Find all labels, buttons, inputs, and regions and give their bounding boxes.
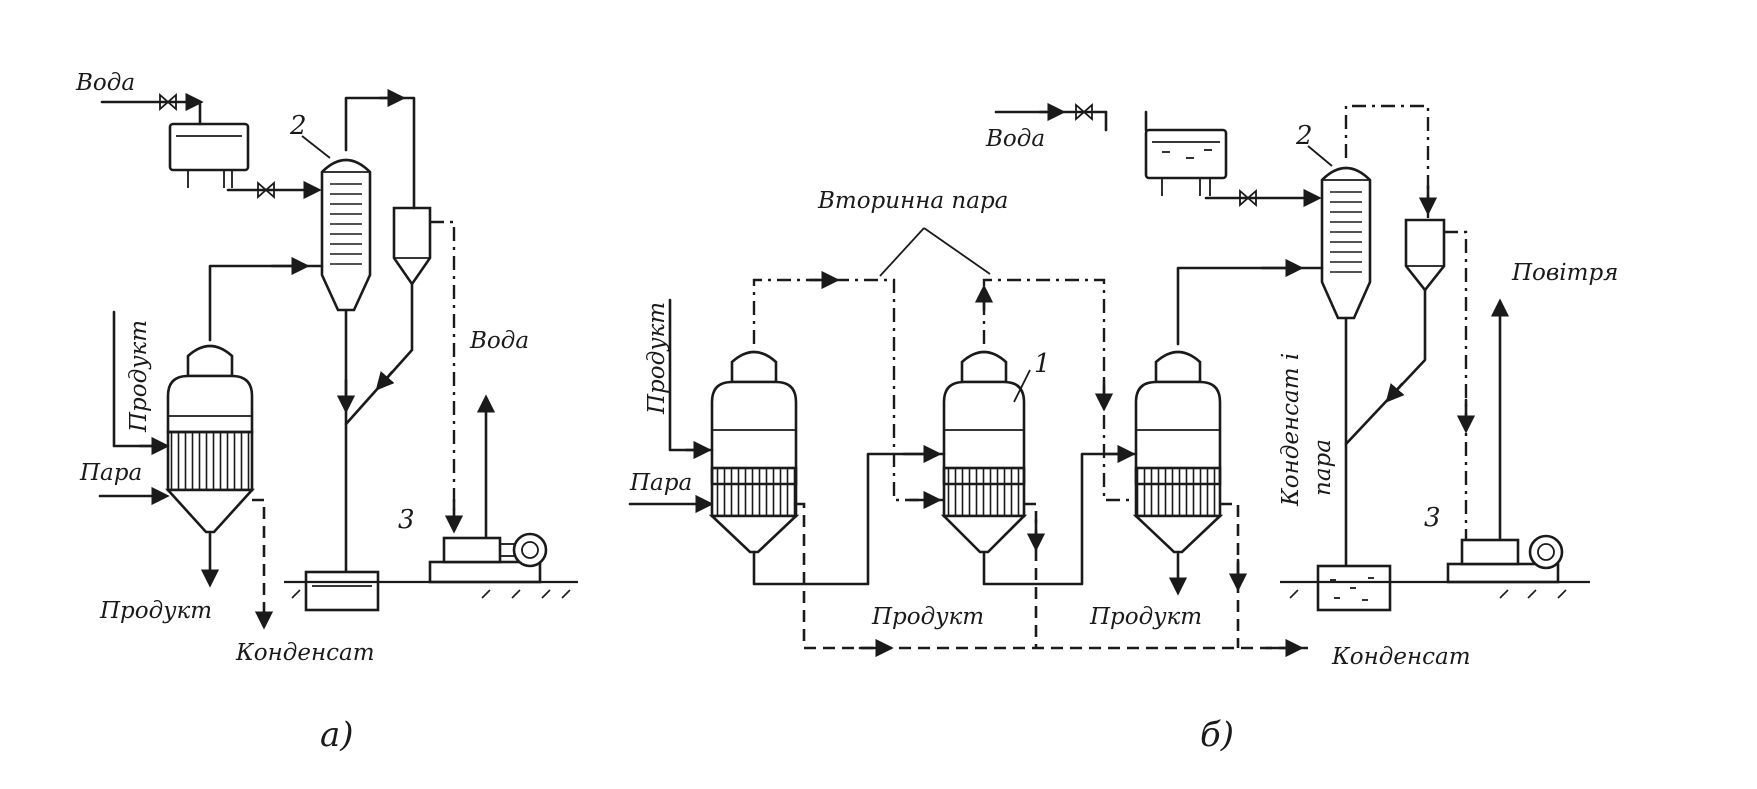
vapour-b3-to-condenser — [1176, 266, 1324, 346]
vacuum-pump-a: 3 — [398, 505, 548, 584]
product-inlet-b — [668, 298, 714, 452]
caption-a: а) — [320, 715, 354, 755]
steam-label-a: Пара — [79, 460, 142, 486]
product-in-label-a: Продукт — [126, 320, 152, 433]
condenser-number-a: 2 — [289, 111, 307, 141]
barometric-tank-b — [1316, 564, 1392, 612]
condenser-to-separator-b — [1344, 104, 1430, 220]
condenser-a: 2 — [289, 111, 372, 312]
condensate-steam-label-2: пара — [1310, 439, 1336, 496]
product-b2-to-b3 — [982, 452, 1138, 586]
condensate-steam-label-1: Конденсат і — [1278, 353, 1304, 507]
pump-number-b: 3 — [1424, 503, 1441, 533]
ground-b — [1280, 580, 1590, 599]
separator-a — [392, 206, 432, 287]
air-line-b — [1444, 230, 1468, 540]
vacuum-pump-b: 3 — [1424, 503, 1564, 584]
ground-a — [284, 580, 578, 599]
evaporator-b2: 1 — [940, 349, 1051, 554]
water-inlet-b: Вода — [985, 102, 1108, 152]
pump-number-a: 3 — [398, 505, 415, 535]
scheme-a: 2 Продукт Пара Продукт — [75, 70, 578, 755]
product-in-label-b: Продукт — [644, 302, 670, 415]
caption-b: б) — [1200, 715, 1234, 755]
vapour-line-a — [208, 264, 324, 342]
steam-label-b: Пара — [629, 470, 692, 496]
product-out-label-b1: Продукт — [871, 604, 984, 630]
separator-b — [1404, 218, 1446, 293]
tank-to-condenser-b — [1204, 188, 1322, 208]
evaporator-b3 — [1132, 350, 1224, 554]
condenser-number-b: 2 — [1295, 121, 1313, 151]
water-tank-b — [1144, 128, 1228, 196]
air-label-b: Повітря — [1511, 260, 1618, 286]
evaporator-b1 — [708, 350, 800, 554]
water-inlet-a — [100, 92, 204, 126]
separator-drain-a — [344, 282, 414, 426]
water-out-label-a: Вода — [469, 328, 529, 354]
condensate-line-a — [252, 498, 266, 622]
evaporator-number-b: 1 — [1034, 349, 1051, 379]
condensate-label-b: Конденсат — [1331, 644, 1471, 670]
condensate-label-a: Конденсат — [235, 640, 375, 666]
tank-to-condenser-a — [226, 180, 322, 200]
separator-drain-b — [1344, 288, 1427, 446]
condenser-b: 2 — [1295, 121, 1372, 320]
condensate-line-b — [796, 502, 1308, 650]
barometric-tank-a — [304, 570, 380, 612]
evaporator-a — [165, 344, 255, 534]
water-in-label-b: Вода — [985, 126, 1045, 152]
air-line-a — [430, 220, 456, 538]
scheme-b: Вода — [628, 102, 1618, 755]
secondary-vapour-label: Вторинна пара — [817, 188, 1008, 214]
condensate-branch-b2 — [1024, 502, 1038, 648]
product-out-label-b2: Продукт — [1089, 604, 1202, 630]
water-in-label-a: Вода — [75, 70, 135, 96]
product-out-label-a: Продукт — [99, 598, 212, 624]
water-tank-a — [168, 122, 250, 188]
product-b1-to-b2 — [752, 452, 946, 586]
condensate-branch-b3 — [1220, 502, 1240, 648]
